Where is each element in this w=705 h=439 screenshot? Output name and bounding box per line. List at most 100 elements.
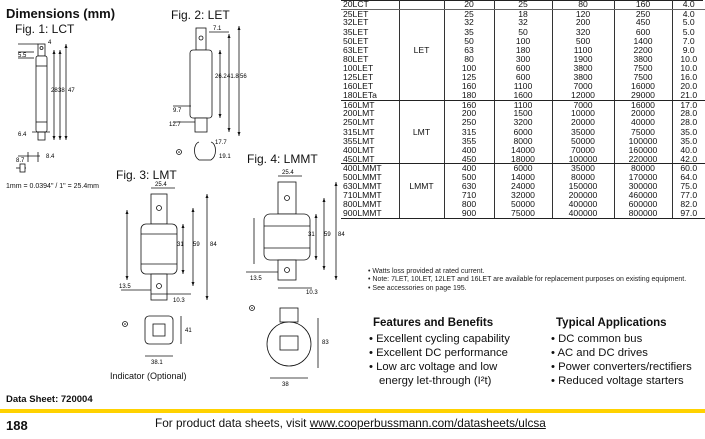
cell-value: 1900	[552, 54, 615, 64]
cell-catalog-number: 160LET	[341, 82, 400, 91]
cell-value: 200	[552, 18, 615, 28]
dim-4: 4	[48, 40, 52, 46]
feature-item: • Low arc voltage and low	[369, 361, 498, 373]
cell-value: 16000	[614, 100, 673, 110]
cell-family: LMMT	[399, 182, 445, 191]
cell-value: 150000	[552, 182, 615, 191]
cell-catalog-number: 400LMT	[341, 145, 400, 155]
cell-value: 100	[444, 64, 495, 73]
cell-value: 120	[552, 9, 615, 19]
cell-value: 3200	[494, 118, 553, 128]
cell-value: 600	[614, 27, 673, 37]
cell-value: 80000	[614, 163, 673, 173]
cell-value: 12000	[552, 91, 615, 101]
cell-value: 24000	[494, 182, 553, 191]
cell-value: 180	[444, 91, 495, 101]
cell-value: 600	[494, 73, 553, 82]
cell-value: 160	[444, 100, 495, 110]
dim-31: 31	[308, 232, 315, 238]
cell-catalog-number: 200LMT	[341, 109, 400, 119]
note-watts: • Watts loss provided at rated current.	[368, 268, 485, 275]
cell-value: 75000	[494, 209, 553, 219]
cell-value: 10.0	[680, 53, 698, 64]
dim-41: 41	[185, 328, 192, 334]
cell-catalog-number: 400LMMT	[341, 163, 400, 173]
cell-catalog-number: 32LET	[341, 18, 400, 28]
cell-value: 20000	[552, 118, 615, 128]
cell-family	[399, 209, 445, 219]
cell-value: 300	[494, 54, 553, 64]
cell-value: 1100	[494, 100, 553, 110]
cell-value: 250	[614, 9, 673, 19]
cell-value: 7.0	[682, 35, 695, 46]
fig4-lmmt-drawing: 25.4 31 59 84 13.5 10.3 83 38	[246, 170, 345, 388]
cell-catalog-number: 25LET	[341, 9, 400, 19]
cell-value: 710	[444, 191, 495, 201]
cell-family	[399, 18, 445, 28]
cell-catalog-number: 20LCT	[341, 0, 400, 10]
cell-value: 400000	[552, 200, 615, 210]
cell-family	[399, 0, 445, 10]
cell-value: 900	[444, 209, 495, 219]
cell-family	[399, 90, 445, 101]
cell-value: 600000	[614, 200, 673, 210]
dim-17-7: 17.7	[215, 140, 227, 146]
cell-value: 28.0	[680, 108, 698, 119]
cell-value: 600	[494, 64, 553, 73]
cell-family	[399, 190, 445, 201]
cell-family	[399, 200, 445, 210]
dim-56: 56	[240, 74, 247, 80]
cell-family	[399, 100, 445, 110]
cell-value: 10.0	[680, 62, 698, 73]
dim-38-1: 38.1	[151, 360, 163, 366]
cell-value: 16000	[614, 82, 673, 91]
cell-catalog-number: 180LETa	[341, 91, 400, 101]
cell-value: 400	[444, 163, 495, 173]
cell-value: 42.0	[672, 154, 705, 165]
dim-59: 59	[324, 232, 331, 238]
cell-value: 32000	[494, 191, 553, 201]
cell-catalog-number: 800LMMT	[341, 200, 400, 210]
dim-83: 83	[322, 340, 329, 346]
cell-value: 75000	[614, 127, 673, 137]
cell-value: 18000	[494, 154, 553, 165]
data-sheet-number: Data Sheet: 720004	[6, 394, 93, 405]
footer-text: For product data sheets, visit www.coope…	[155, 416, 546, 430]
cell-value: 16.0	[680, 72, 698, 82]
cell-catalog-number: 900LMMT	[341, 209, 400, 219]
applications-title: Typical Applications	[556, 317, 667, 329]
cell-value: 3800	[552, 73, 615, 82]
datasheets-link[interactable]: www.cooperbussmann.com/datasheets/ulcsa	[309, 416, 546, 430]
cell-value: 35	[444, 27, 495, 37]
cell-value: 28.0	[680, 117, 698, 128]
cell-value: 82.0	[680, 199, 698, 210]
cell-value: 97.0	[672, 209, 705, 219]
cell-value: 100000	[552, 154, 615, 165]
cell-value: 32	[444, 18, 495, 28]
cell-value: 3800	[614, 54, 673, 64]
fig1-label: Fig. 1: LCT	[15, 22, 75, 36]
fig3-lmt-drawing: 25.4 31 59 84 13.5 10.3 41 38.1	[119, 182, 217, 366]
cell-family	[399, 118, 445, 128]
cell-value: 40000	[614, 118, 673, 128]
dim-28: 28	[51, 88, 58, 94]
cell-value: 1600	[494, 91, 553, 101]
cell-value: 20	[444, 0, 495, 10]
cell-value: 6000	[494, 163, 553, 173]
cell-catalog-number: 160LMT	[341, 100, 400, 110]
applications-list: • DC common bus • AC and DC drives • Pow…	[551, 332, 692, 388]
cell-value: 1100	[494, 82, 553, 91]
cell-value: 250	[444, 118, 495, 128]
cell-value: 25	[494, 0, 553, 10]
feature-item: • Excellent DC performance	[369, 347, 508, 359]
cell-catalog-number: 450LMT	[341, 154, 400, 165]
cell-value: 14000	[494, 145, 553, 155]
